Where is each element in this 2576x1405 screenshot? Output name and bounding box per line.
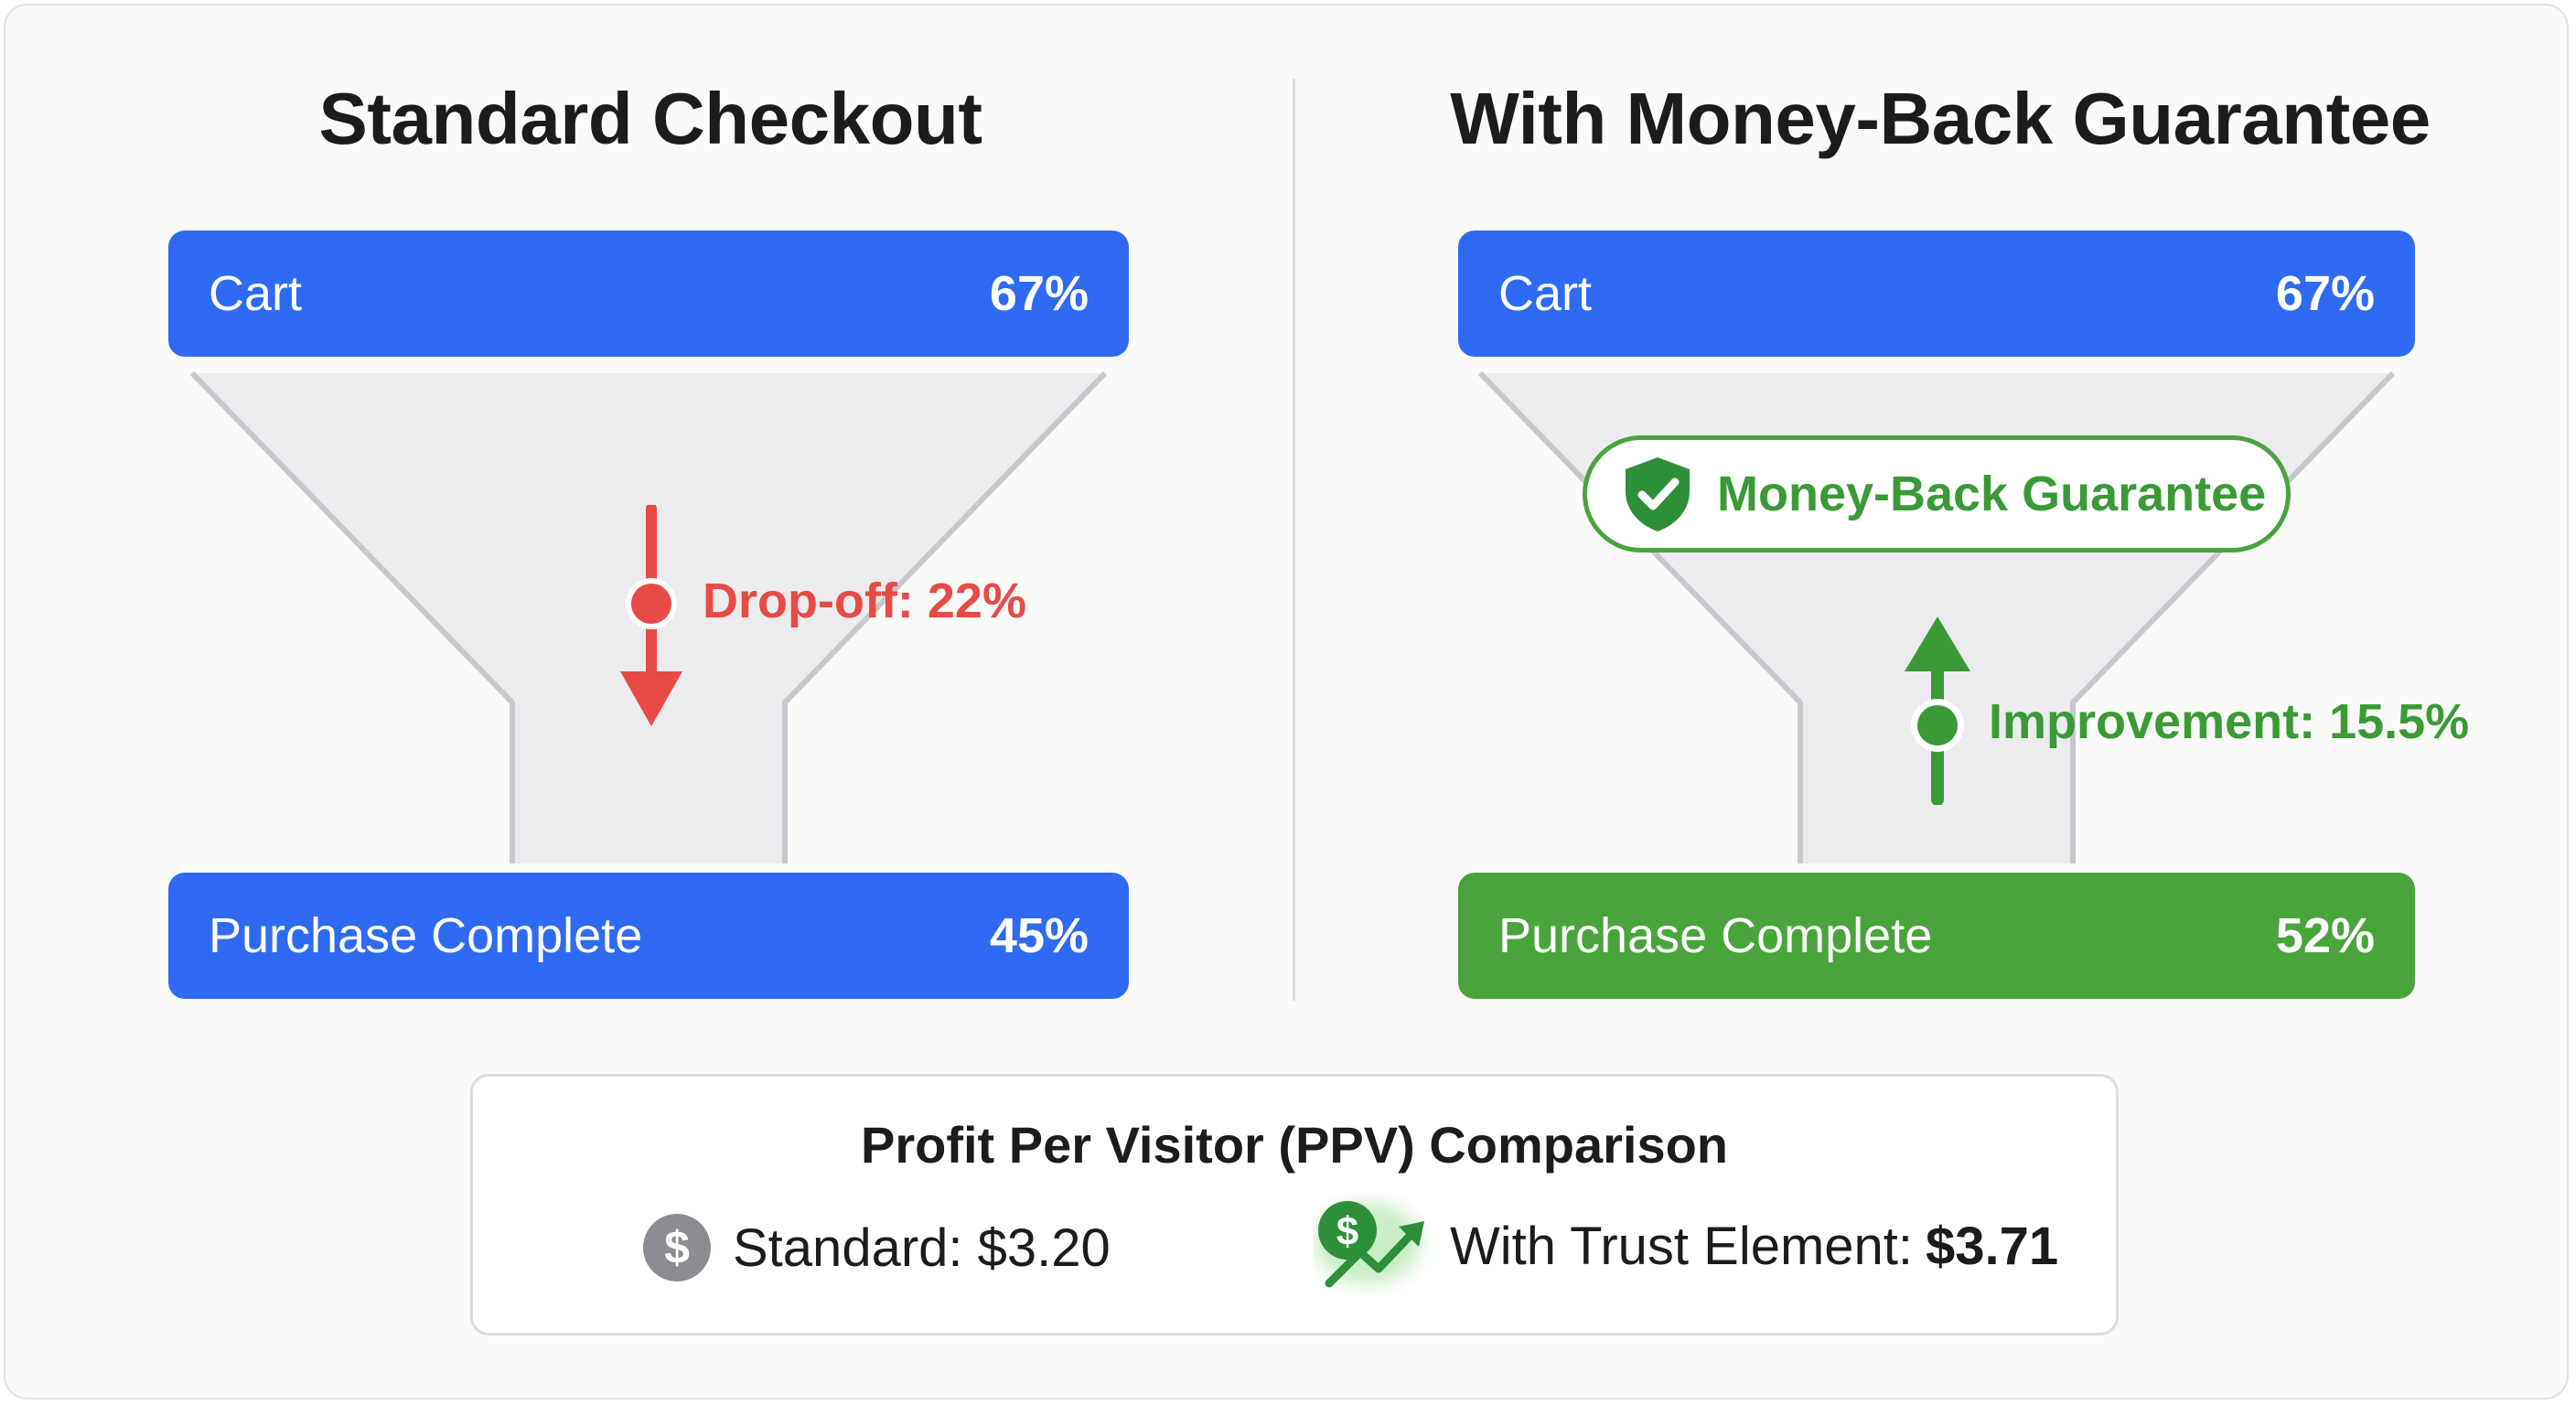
left-cart-bar: Cart 67% <box>168 231 1129 357</box>
improvement-callout: Improvement: 15.5% <box>1989 694 2470 749</box>
diagram-canvas: Standard Checkout Cart 67% Drop-off: 22%… <box>4 4 2569 1400</box>
right-cart-label: Cart <box>1498 266 1593 321</box>
ppv-trust-label: With Trust Element: <box>1450 1216 1914 1276</box>
badge-label: Money-Back Guarantee <box>1717 467 2267 521</box>
ppv-trust: $ With Trust Element: $3.71 <box>1313 1196 2058 1296</box>
left-purchase-value: 45% <box>989 908 1089 963</box>
standard-checkout-title: Standard Checkout <box>318 78 982 159</box>
right-cart-bar: Cart 67% <box>1458 231 2415 357</box>
arrow-down-icon <box>620 505 682 726</box>
panel-divider <box>1293 79 1295 1001</box>
left-cart-value: 67% <box>989 266 1089 321</box>
shield-check-icon <box>1626 457 1690 531</box>
right-purchase-value: 52% <box>2275 908 2375 963</box>
ppv-trust-value: $3.71 <box>1926 1216 2059 1276</box>
left-purchase-label: Purchase Complete <box>209 908 643 963</box>
arrow-up-icon <box>1905 617 1970 805</box>
ppv-standard: $ Standard: $3.20 <box>643 1210 1111 1285</box>
right-cart-value: 67% <box>2275 266 2375 321</box>
dollar-trend-up-icon: $ <box>1315 1201 1424 1288</box>
ppv-comparison-card: Profit Per Visitor (PPV) Comparison $ St… <box>470 1074 2119 1335</box>
money-back-badge: Money-Back Guarantee <box>1583 435 2291 552</box>
ppv-title: Profit Per Visitor (PPV) Comparison <box>860 1116 1729 1174</box>
right-purchase-label: Purchase Complete <box>1498 908 1933 963</box>
left-cart-label: Cart <box>209 266 303 321</box>
money-back-title: With Money-Back Guarantee <box>1450 78 2431 159</box>
left-purchase-bar: Purchase Complete 45% <box>168 873 1129 999</box>
right-purchase-bar: Purchase Complete 52% <box>1458 873 2415 999</box>
drop-off-callout: Drop-off: 22% <box>703 574 1026 628</box>
svg-text:$: $ <box>1336 1209 1358 1254</box>
ppv-standard-text: Standard: $3.20 <box>733 1217 1111 1278</box>
dollar-coin-icon: $ <box>643 1214 711 1282</box>
